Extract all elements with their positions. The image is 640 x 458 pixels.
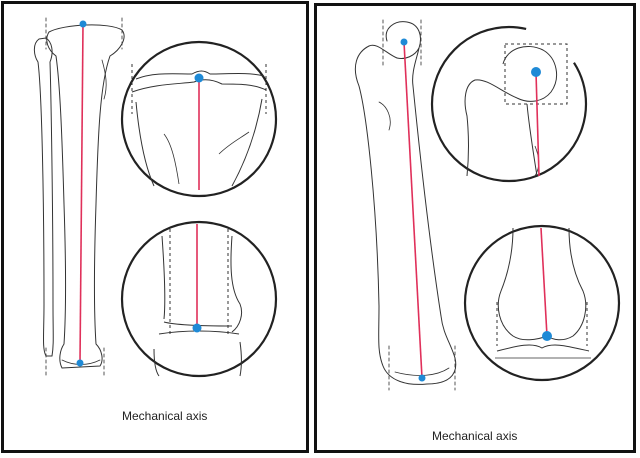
femur-guide-lines [382, 19, 456, 391]
distal-femur-inset [463, 224, 621, 382]
femur-lesser-trochanter [378, 101, 391, 131]
proximal-tibia-inset [120, 40, 278, 198]
tibia-distal-point [76, 359, 84, 367]
femur-diagram [354, 19, 621, 391]
fibula-outline [33, 37, 54, 357]
femur-outline [354, 44, 457, 385]
tibia-caption: Mechanical axis [122, 409, 208, 423]
tibia-mechanical-axis [79, 23, 84, 364]
tibia-outline [46, 24, 125, 369]
tibia-proximal-point [79, 20, 87, 28]
femur-proximal-point [400, 38, 408, 46]
femur-condyle-line [394, 367, 450, 376]
femur-distal-point [418, 374, 426, 382]
femur-mechanical-axis [403, 41, 423, 379]
femur-caption: Mechanical axis [432, 429, 518, 443]
femoral-head-outline [385, 21, 421, 59]
distal-tibia-inset [120, 220, 278, 378]
tibia-panel: Mechanical axis [1, 1, 309, 453]
tibia-tubercle [101, 59, 107, 100]
femoral-head-inset [430, 25, 588, 183]
femur-panel: Mechanical axis [314, 3, 636, 453]
tibia-diagram [33, 17, 278, 378]
